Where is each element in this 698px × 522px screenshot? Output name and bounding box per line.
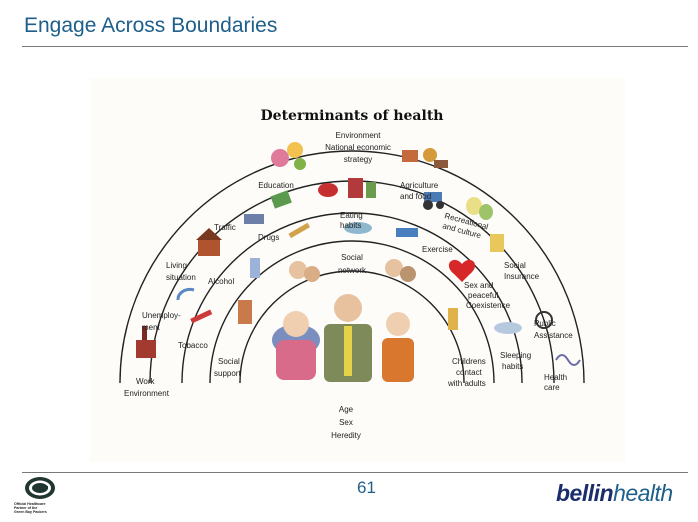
label-social-support-1: Social xyxy=(218,357,240,366)
illustrations xyxy=(136,142,581,382)
label-heredity: Heredity xyxy=(331,431,361,440)
slide-title: Engage Across Boundaries xyxy=(24,14,278,37)
support-figures-icon xyxy=(238,300,252,324)
label-drugs: Drugs xyxy=(258,233,279,242)
label-age: Age xyxy=(339,405,354,414)
footer-divider xyxy=(22,472,688,473)
label-care: care xyxy=(544,383,560,392)
label-social-insurance-2: Insurance xyxy=(504,272,540,281)
label-assistance: Assistance xyxy=(534,331,573,340)
label-with-adults: with adults xyxy=(447,379,486,388)
arc-3 xyxy=(181,212,523,384)
label-network: network xyxy=(338,266,367,275)
cigarette-icon xyxy=(190,309,213,324)
arc-4 xyxy=(209,240,495,384)
child-figure-icon xyxy=(448,308,458,330)
book-icon xyxy=(270,190,292,209)
heart-icon xyxy=(448,259,476,282)
svg-text:National economic: National economic xyxy=(325,143,391,152)
label-habits: habits xyxy=(340,221,361,230)
label-ment: ment xyxy=(142,323,161,332)
label-sleeping-habits: habits xyxy=(502,362,523,371)
umbrella-icon xyxy=(176,287,195,301)
label-contact: contact xyxy=(456,368,483,377)
brand-bellin: bellin xyxy=(556,480,614,506)
diagram-title: Determinants of health xyxy=(261,108,444,124)
bellin-health-logo: bellinhealth xyxy=(556,480,673,507)
label-and-food: and food xyxy=(400,192,431,201)
factory-icon xyxy=(136,326,156,358)
packers-logo-icon xyxy=(25,477,55,499)
label-agriculture: Agriculture xyxy=(400,181,439,190)
brand-health: health xyxy=(613,480,673,506)
svg-text:Environment: Environment xyxy=(336,131,382,140)
label-coexistence: Coexistence xyxy=(466,301,511,310)
plate-icon xyxy=(344,222,372,234)
stethoscope-icon xyxy=(555,354,581,366)
running-shoe-icon xyxy=(396,228,418,237)
sleeping-person-icon xyxy=(494,322,522,334)
packers-caption-line2: Partner of the xyxy=(14,506,38,511)
label-eating: Eating xyxy=(340,211,363,220)
ring-labels: Environment National economic strategy E… xyxy=(124,131,573,440)
scales-icon xyxy=(402,148,448,168)
arc-rings xyxy=(119,150,585,384)
page-number: 61 xyxy=(357,478,376,497)
label-health: Health xyxy=(544,373,567,382)
bird-icon xyxy=(318,183,338,197)
wheelchair-icon xyxy=(535,311,553,329)
packers-caption-line3: Green Bay Packers xyxy=(14,510,47,515)
syringe-icon xyxy=(288,222,311,239)
packers-caption: Official Healthcare Partner of the Green… xyxy=(14,502,74,515)
label-sex-and: Sex and xyxy=(464,281,493,290)
label-sex: Sex xyxy=(339,418,353,427)
label-social-support-2: support xyxy=(214,369,241,378)
label-living: Living xyxy=(166,261,187,270)
label-work-environment: Environment xyxy=(124,389,170,398)
label-tobacco: Tobacco xyxy=(178,341,208,350)
label-work: Work xyxy=(136,377,156,386)
label-environment: Environment xyxy=(336,131,382,140)
label-sleeping: Sleeping xyxy=(500,351,531,360)
rainbow-illustration: Determinants of health xyxy=(119,108,585,440)
theater-masks-icon xyxy=(466,197,493,220)
car-icon xyxy=(244,214,264,224)
dollar-doc-icon xyxy=(490,234,504,252)
family-portrait-icon xyxy=(272,294,414,382)
label-education: Education xyxy=(258,181,294,190)
svg-text:strategy: strategy xyxy=(344,155,372,164)
inner-arc xyxy=(239,270,465,384)
label-social-insurance-1: Social xyxy=(504,261,526,270)
label-social: Social xyxy=(341,253,363,262)
outer-arc xyxy=(119,150,585,384)
header-divider xyxy=(22,46,688,47)
label-public: Public xyxy=(534,319,556,328)
wine-bottle-icon xyxy=(250,258,260,278)
flowers-icon xyxy=(271,142,306,170)
label-situation: situation xyxy=(166,273,196,282)
label-unemploy: Unemploy- xyxy=(142,311,181,320)
label-peaceful: peaceful xyxy=(468,291,498,300)
determinants-of-health-diagram: Determinants of health xyxy=(90,78,625,462)
tractor-icon xyxy=(423,192,444,210)
label-exercise: Exercise xyxy=(422,245,453,254)
label-traffic: Traffic xyxy=(214,223,236,232)
shopping-bag-icon xyxy=(348,178,376,198)
label-national-economic: National economic xyxy=(325,143,391,152)
house-icon xyxy=(196,228,222,256)
label-strategy: strategy xyxy=(344,155,372,164)
label-alcohol: Alcohol xyxy=(208,277,234,286)
packers-caption-line1: Official Healthcare xyxy=(14,502,46,506)
social-network-faces-icon xyxy=(289,259,416,282)
label-childrens: Childrens xyxy=(452,357,486,366)
